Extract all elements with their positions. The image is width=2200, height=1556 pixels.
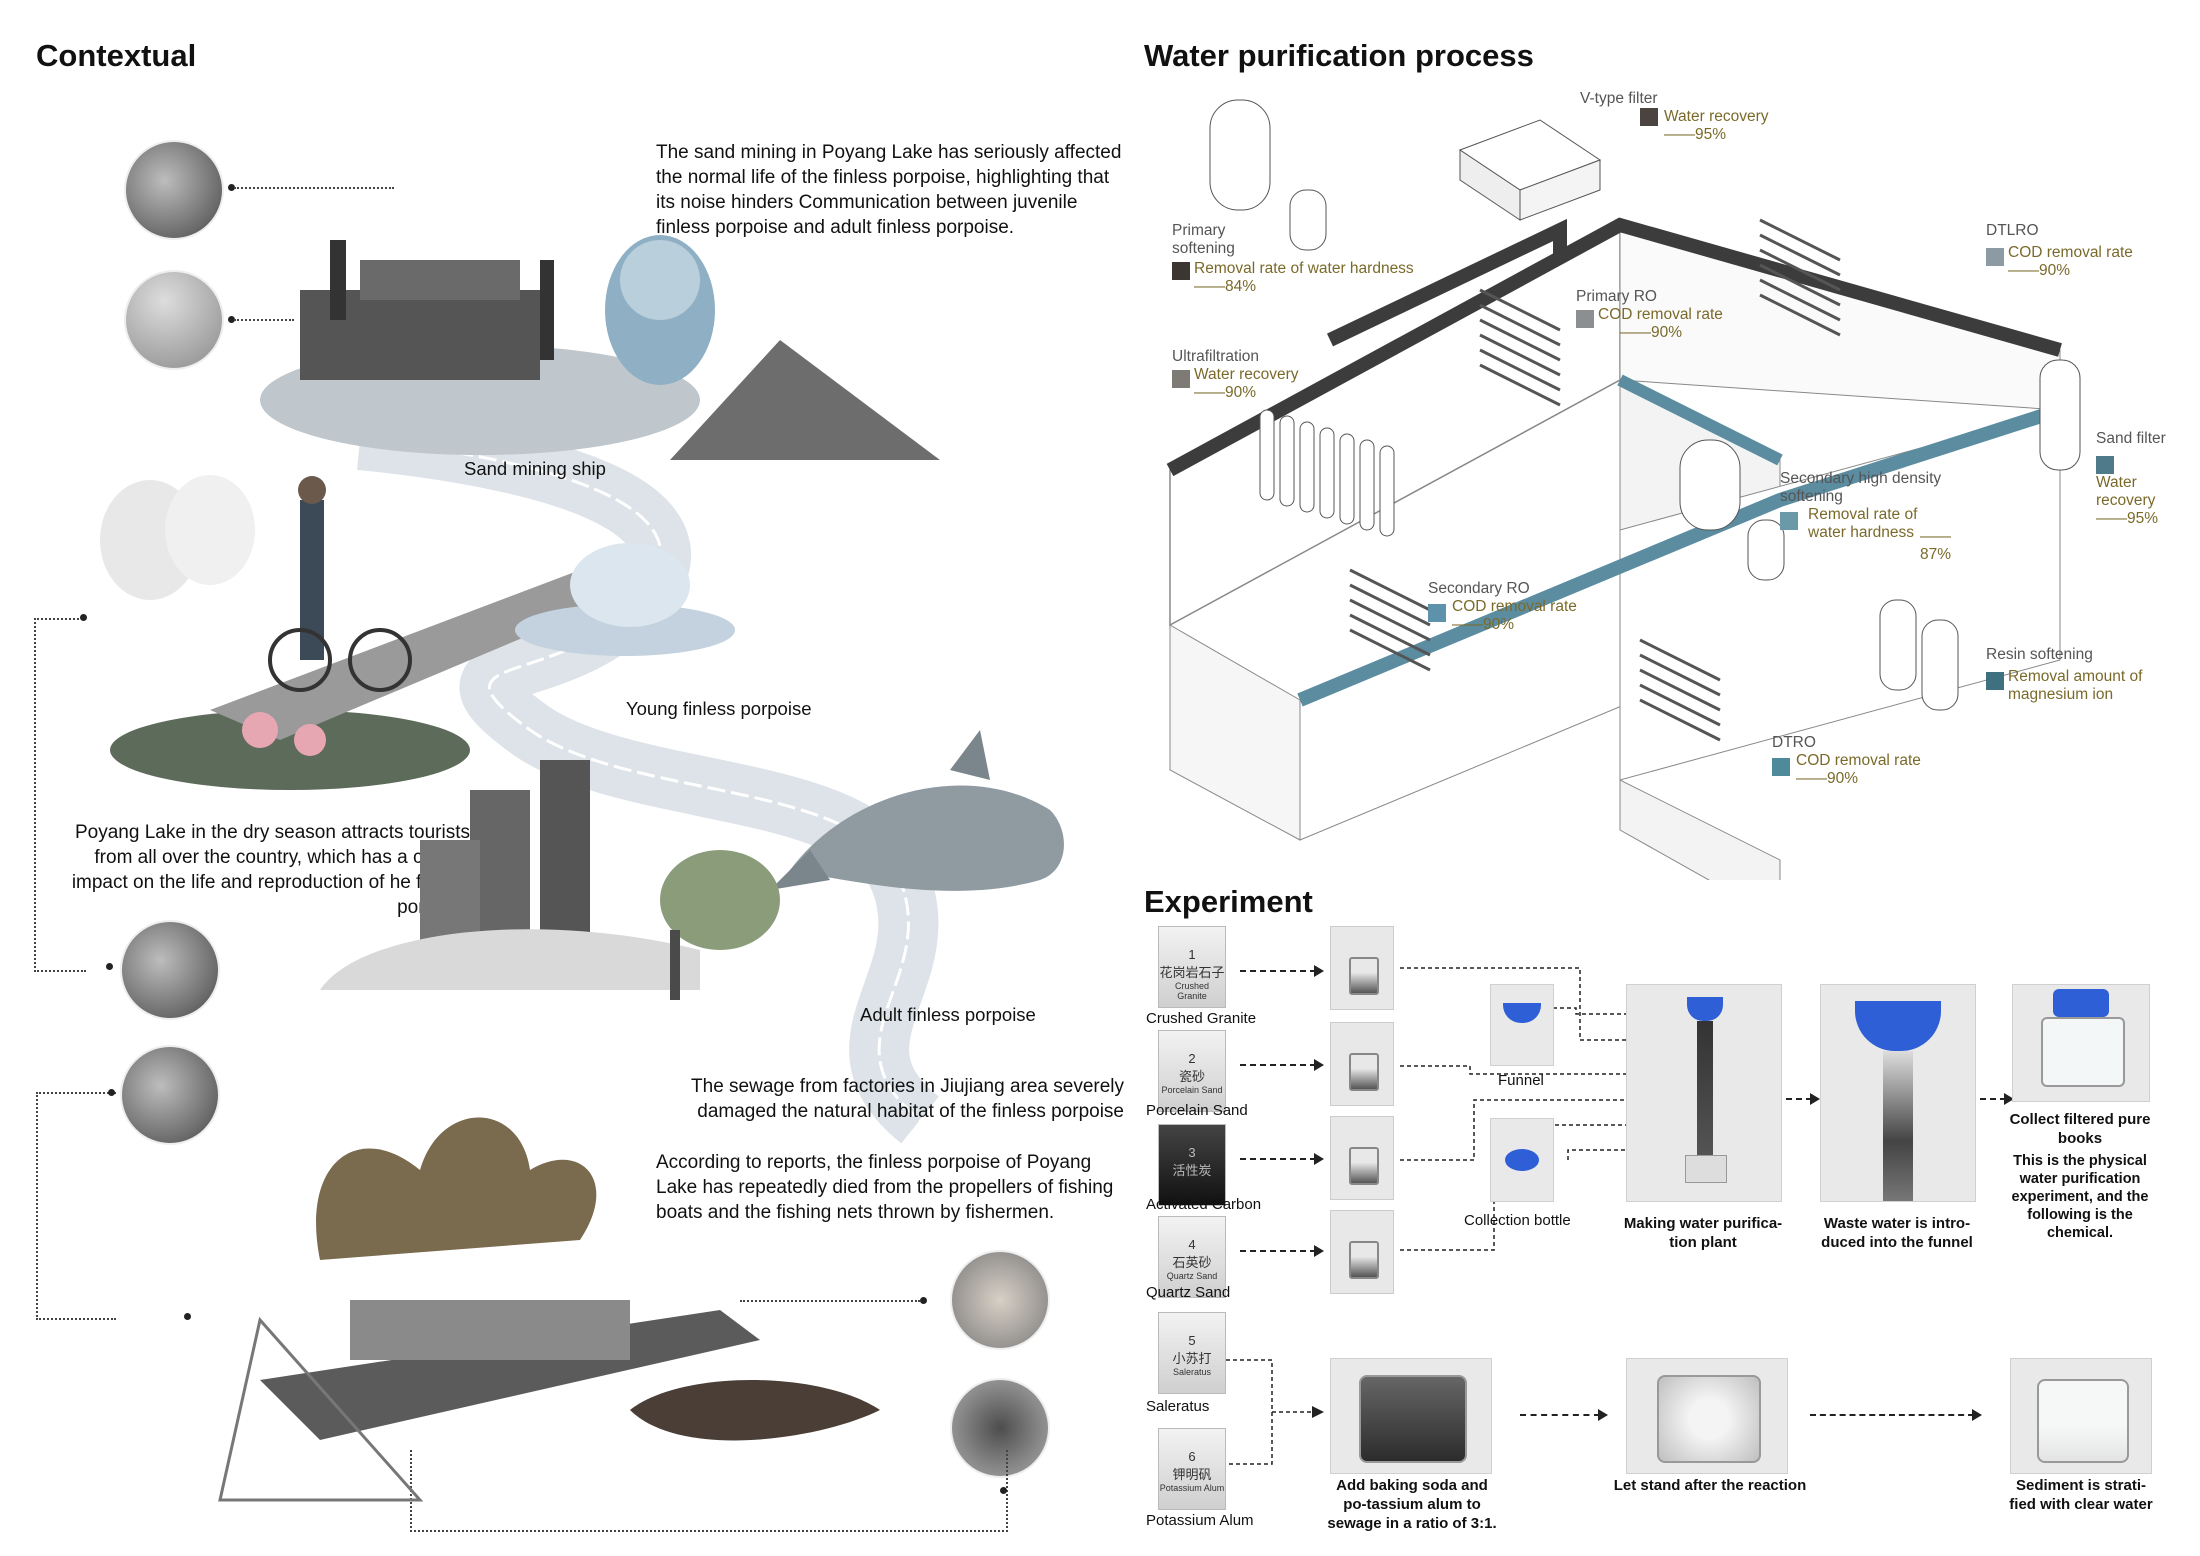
connector-dot [106, 963, 113, 970]
connector-dot [920, 1297, 927, 1304]
baking-soda-mix-photo [1330, 1358, 1492, 1474]
flow-arrow [1240, 1245, 1324, 1257]
add-soda-label: Add baking soda and po-tassium alum to s… [1327, 1477, 1497, 1532]
material-bag-6: 6 钾明矾 Potassium Alum [1158, 1428, 1226, 1510]
water-title: Water purification process [1144, 38, 1534, 73]
sample-jar-4 [1330, 1210, 1394, 1294]
stage-sand-filter: Sand filter Water recovery ——95% [2096, 430, 2166, 527]
material-label-5: Saleratus [1146, 1398, 1210, 1415]
legend-swatch [1780, 512, 1798, 530]
material-bag-1: 1 花岗岩石子 Crushed Granite [1158, 926, 1226, 1008]
legend-swatch [1172, 370, 1190, 388]
material-bag-3: 3 活性炭 [1158, 1124, 1226, 1206]
material-label-2: Porcelain Sand [1146, 1102, 1248, 1119]
stage-dtlro: DTLRO COD removal rate ——90% [1986, 222, 2133, 279]
legend-swatch [2096, 456, 2114, 474]
stage-secondary-ro: Secondary RO COD removal rate ——90% [1428, 580, 1577, 633]
connector-line [34, 618, 86, 972]
collection-bottle-photo [1490, 1118, 1554, 1202]
connector-line [36, 1092, 116, 1320]
sand-mining-ship-illustration [260, 235, 940, 460]
fishing-net-photo [950, 1378, 1050, 1478]
collect-label: Collect filtered pure books [2009, 1111, 2151, 1147]
connector-line [740, 1300, 920, 1302]
fish-catch-photo [950, 1250, 1050, 1350]
flow-arrow [1520, 1409, 1608, 1421]
factory-illustration [320, 760, 780, 1000]
flow-arrow [1786, 1093, 1820, 1105]
sand-photo-1 [124, 140, 224, 240]
legend-swatch [1986, 672, 2004, 690]
material-label-1: Crushed Granite [1146, 1010, 1257, 1027]
material-bag-2: 2 瓷砂 Porcelain Sand [1158, 1030, 1226, 1112]
stage-primary-ro: Primary RO COD removal rate ——90% [1576, 288, 1723, 341]
reaction-photo [1626, 1358, 1788, 1474]
waste-water-label: Waste water is intro-duced into the funn… [1821, 1215, 1973, 1251]
contextual-title: Contextual [36, 38, 197, 73]
let-stand-label: Let stand after the reaction [1613, 1477, 1807, 1494]
material-label-6: Potassium Alum [1146, 1512, 1254, 1529]
chemical-routing-lines [1226, 1359, 1324, 1465]
experiment-title: Experiment [1144, 884, 1313, 919]
sediment-photo [2010, 1358, 2152, 1474]
legend-swatch [1172, 262, 1190, 280]
material-label-3: Activated Carbon [1146, 1196, 1262, 1213]
purification-plant-photo [1626, 984, 1782, 1202]
young-porpoise-label: Young finless porpoise [626, 698, 812, 719]
waste-water-photo [1820, 984, 1976, 1202]
dry-lakebed-photo [124, 270, 224, 370]
flow-arrow [1240, 1153, 1324, 1165]
stage-resin-softening: Resin softening Removal amount of magnes… [1986, 646, 2143, 703]
stage-dtro: DTRO COD removal rate ——90% [1772, 734, 1921, 787]
legend-swatch [1986, 248, 2004, 266]
stage-v-type-filter: V-type filter Water recovery ——95% [1580, 90, 1769, 143]
connector-line [234, 319, 294, 321]
adult-porpoise-label: Adult finless porpoise [860, 1004, 1036, 1025]
sample-jar-1 [1330, 926, 1394, 1010]
making-plant-label: Making water purifica-tion plant [1623, 1215, 1783, 1251]
connector-dot [228, 316, 235, 323]
connector-dot [1000, 1487, 1007, 1494]
sediment-label: Sediment is strati-fied with clear water [2009, 1477, 2153, 1513]
river-swirl-graphic [357, 410, 940, 1144]
dry-season-text: Poyang Lake in the dry season attracts t… [71, 822, 470, 918]
stage-ultrafiltration: Ultrafiltration Water recovery ——90% [1172, 348, 1299, 401]
sand-mining-text: The sand mining in Poyang Lake has serio… [656, 142, 1122, 238]
funnel-photo [1490, 984, 1554, 1066]
connector-dot [228, 184, 235, 191]
connector-dot [184, 1313, 191, 1320]
flow-arrow [1240, 1059, 1324, 1071]
flow-arrow [1240, 965, 1324, 977]
collection-bottle-label: Collection bottle [1464, 1212, 1571, 1229]
fishing-boat-illustration [218, 1117, 880, 1502]
sand-mining-ship-label: Sand mining ship [464, 458, 606, 479]
connector-dot [108, 1089, 115, 1096]
adult-porpoise-illustration [770, 730, 1064, 891]
legend-swatch [1640, 108, 1658, 126]
legend-swatch [1576, 310, 1594, 328]
funnel-label: Funnel [1498, 1072, 1544, 1089]
young-porpoise-illustration [515, 543, 735, 656]
material-label-4: Quartz Sand [1146, 1284, 1231, 1301]
lake-photo [120, 920, 220, 1020]
filtered-water-photo [2012, 984, 2150, 1102]
flow-arrow [1810, 1409, 1982, 1421]
sample-jar-3 [1330, 1116, 1394, 1200]
legend-swatch [1772, 758, 1790, 776]
stage-secondary-softening: Secondary high density softening Removal… [1780, 470, 1952, 563]
legend-swatch [1428, 604, 1446, 622]
connector-dot [80, 614, 87, 621]
stage-primary-softening: Primary softening Removal rate of water … [1172, 222, 1414, 295]
flow-arrow [1980, 1093, 2014, 1105]
purification-isometric-diagram [1166, 99, 2081, 880]
boat-photo [120, 1045, 220, 1145]
material-bag-5: 5 小苏打 Saleratus [1158, 1312, 1226, 1394]
reports-text: According to reports, the finless porpoi… [656, 1152, 1114, 1223]
material-bag-4: 4 石英砂 Quartz Sand [1158, 1216, 1226, 1298]
sample-jar-2 [1330, 1022, 1394, 1106]
physical-note: This is the physical water purification … [2011, 1153, 2149, 1241]
connector-line [234, 187, 394, 189]
sewage-text: The sewage from factories in Jiujiang ar… [691, 1076, 1124, 1122]
